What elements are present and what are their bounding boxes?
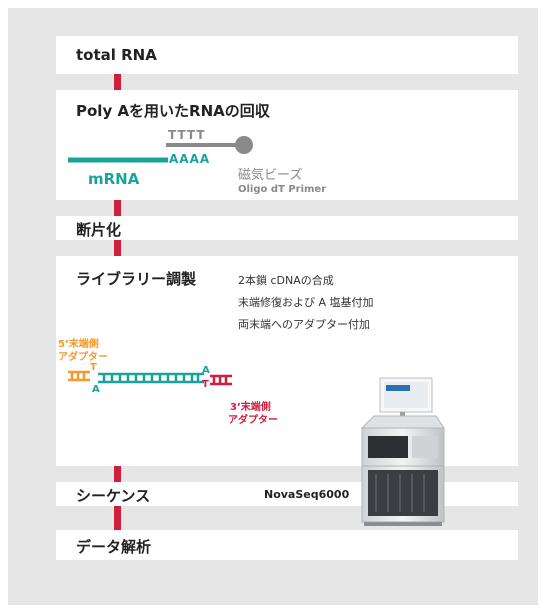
- step-title-sequencing: シーケンス: [76, 487, 151, 505]
- library-step-2: 末端修復および A 塩基付加: [238, 296, 374, 309]
- base-a-left: A: [92, 384, 100, 395]
- step-title-analysis: データ解析: [76, 538, 152, 556]
- adapter5-label-line1: 5’末端側: [58, 339, 99, 350]
- sequencer-image: [360, 377, 445, 526]
- connector-3: [114, 240, 121, 256]
- library-step-3: 両末端へのアダプター付加: [238, 318, 370, 331]
- beads-label: 磁気ビーズ: [238, 168, 303, 183]
- base-t-right: T: [202, 379, 209, 390]
- step-fragmentation: 断片化: [56, 216, 518, 240]
- connector-1: [114, 74, 121, 90]
- primer-label: Oligo dT Primer: [238, 184, 327, 195]
- adapter3-icon: [210, 374, 232, 386]
- adapter-ligation-diagram: [68, 370, 232, 386]
- connector-5: [114, 506, 121, 530]
- mrna-label: mRNA: [88, 170, 140, 188]
- adapter3-label-line2: アダプター: [228, 415, 278, 426]
- step-title-fragmentation: 断片化: [76, 221, 122, 239]
- connector-2: [114, 200, 121, 216]
- connector-4: [114, 466, 121, 482]
- insert-dna-icon: [98, 372, 204, 384]
- oligo-dt-bead-icon: [166, 136, 253, 154]
- library-steps-list: 2本鎖 cDNAの合成 末端修復および A 塩基付加 両末端へのアダプター付加: [238, 270, 374, 336]
- step-poly-a: Poly Aを用いたRNAの回収 TTTT AAAA mRNA 磁気ビーズ Ol…: [56, 90, 518, 200]
- adapter5-icon: [68, 370, 90, 382]
- adapter5-label-line2: アダプター: [58, 352, 108, 363]
- mrna-strand-icon: [68, 157, 168, 163]
- step-title-total-rna: total RNA: [76, 46, 157, 64]
- step-total-rna: total RNA: [56, 36, 518, 74]
- adapter3-label-line1: 3’末端側: [230, 402, 271, 413]
- tttt-label: TTTT: [168, 128, 206, 142]
- step-title-library: ライブラリー調製: [76, 270, 197, 288]
- library-step-1: 2本鎖 cDNAの合成: [238, 274, 334, 287]
- base-a-right: A: [202, 365, 210, 376]
- step-title-poly-a: Poly Aを用いたRNAの回収: [76, 102, 270, 120]
- sequencer-name: NovaSeq6000: [264, 488, 350, 501]
- aaaa-label: AAAA: [169, 152, 211, 166]
- base-t-left: T: [90, 362, 97, 373]
- workflow-panel: total RNA Poly Aを用いたRNAの回収 TTTT AAAA mRN…: [8, 8, 538, 605]
- step-analysis: データ解析: [56, 530, 518, 560]
